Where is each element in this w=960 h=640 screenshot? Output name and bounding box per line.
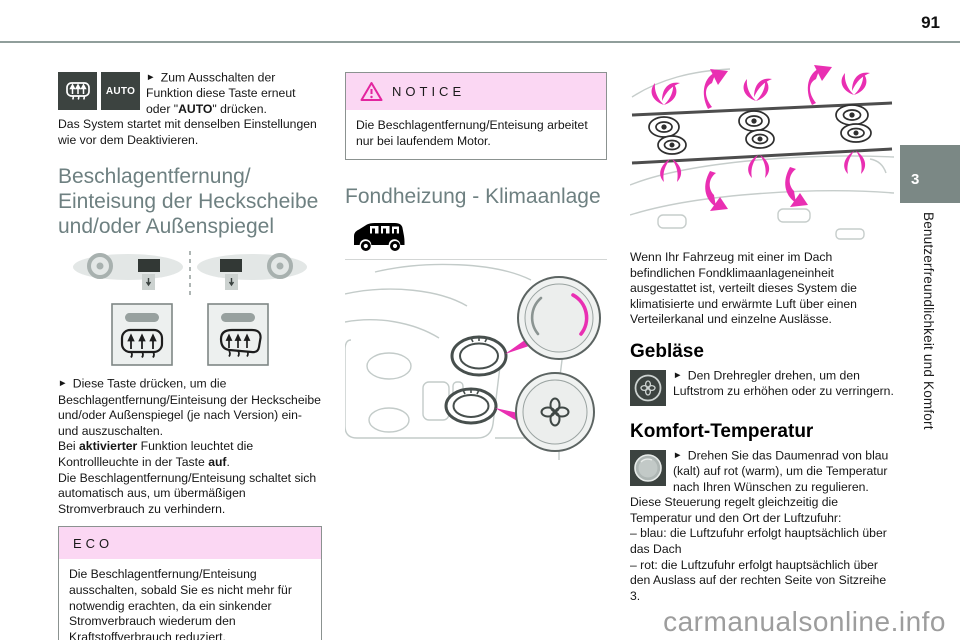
defrost-auto-buttons: AUTO: [58, 72, 140, 110]
notice-box-header: NOTICE: [346, 73, 606, 110]
rear-window-defrost-button-icon: [111, 303, 173, 367]
mirror-defrost-button-icon: [207, 303, 269, 367]
auto-off-block: AUTO ► Zum Ausschalten der Funktion dies…: [58, 70, 322, 148]
defrost-button-variants: [58, 303, 322, 367]
column-middle: NOTICE Die Beschlagentfernung/Enteisung …: [345, 70, 607, 461]
komfort-block: ► Drehen Sie das Daumenrad von blau (kal…: [630, 448, 894, 495]
rot-list-item: – rot: die Luftzufuhr erfolgt hauptsächl…: [630, 557, 887, 603]
geblaese-paragraph: ► Den Drehregler drehen, um den Luftstro…: [673, 368, 894, 399]
bullet-arrow-icon: ►: [673, 449, 685, 461]
fan-dial-icon: [630, 369, 666, 406]
eco-box-title: ECO: [73, 535, 114, 551]
page-number: 91: [921, 13, 940, 32]
column-right: Wenn Ihr Fahrzeug mit einer im Dach befi…: [630, 63, 894, 604]
eco-box-body: Die Beschlagentfernung/Enteisung ausscha…: [69, 567, 292, 640]
chapter-number: 3: [911, 171, 920, 188]
blau-list-item: – blau: die Luftzufuhr erfolgt hauptsäch…: [630, 526, 887, 557]
chapter-badge: 3: [900, 145, 960, 203]
watermark-text: carmanualsonline.info: [663, 606, 946, 637]
van-pictogram-icon: [354, 223, 405, 252]
section-heading-rear-heating: Fondheizung - Klimaanlage: [345, 185, 601, 209]
auto-switchoff-paragraph: Die Beschlagentfernung/Enteisung schalte…: [58, 470, 317, 516]
section-heading-defrost: Beschlagentfernung/ Einteisung der Hecks…: [58, 165, 319, 239]
auto-restart-paragraph: Das System startet mit denselben Einstel…: [58, 117, 317, 147]
rear-defrost-button-icon: [58, 72, 97, 110]
notice-box-title: NOTICE: [392, 84, 466, 99]
eco-box-header: ECO: [59, 527, 321, 560]
notice-box: NOTICE Die Beschlagentfernung/Enteisung …: [345, 72, 607, 161]
indicator-paragraph: Bei aktivierter Funktion leuchtet die Ko…: [58, 439, 254, 469]
komfort-paragraph: ► Drehen Sie das Daumenrad von blau (kal…: [673, 448, 889, 494]
bullet-arrow-icon: ►: [146, 72, 158, 83]
geblaese-block: ► Den Drehregler drehen, um den Luftstro…: [630, 368, 894, 408]
rear-climate-intro: Wenn Ihr Fahrzeug mit einer im Dach befi…: [630, 250, 857, 327]
heading-geblaese: Gebläse: [630, 340, 704, 362]
header-rule: [0, 41, 960, 43]
column-left: AUTO ► Zum Ausschalten der Funktion dies…: [58, 70, 322, 640]
press-button-paragraph: ► Diese Taste drücken, um die Beschlagen…: [58, 376, 321, 438]
rear-defrost-icon: [65, 82, 90, 100]
auto-off-paragraph: ► Zum Ausschalten der Funktion diese Tas…: [146, 70, 296, 116]
rear-climate-figure: [345, 219, 607, 461]
steering-position-figure: [73, 251, 307, 296]
notice-box-body: Die Beschlagentfernung/Enteisung arbeite…: [356, 118, 588, 148]
bullet-arrow-icon: ►: [673, 369, 685, 381]
auto-button: AUTO: [101, 72, 140, 110]
thumbwheel-dial-icon: [630, 449, 666, 486]
figure-divider-line: [345, 259, 607, 261]
roof-vents-figure: [630, 65, 894, 240]
warning-triangle-icon: [360, 82, 383, 101]
heading-komfort-temperatur: Komfort-Temperatur: [630, 420, 814, 442]
eco-box: ECO Die Beschlagentfernung/Enteisung aus…: [58, 526, 322, 640]
chapter-title-vertical: Benutzerfreundlichkeit und Komfort: [921, 212, 936, 430]
airflow-up-arrow: [703, 69, 728, 109]
bullet-arrow-icon: ►: [58, 378, 70, 390]
steuerung-paragraph: Diese Steuerung regelt gleichzeitig die …: [630, 495, 842, 525]
rear-climate-controls-figure: [345, 263, 601, 461]
